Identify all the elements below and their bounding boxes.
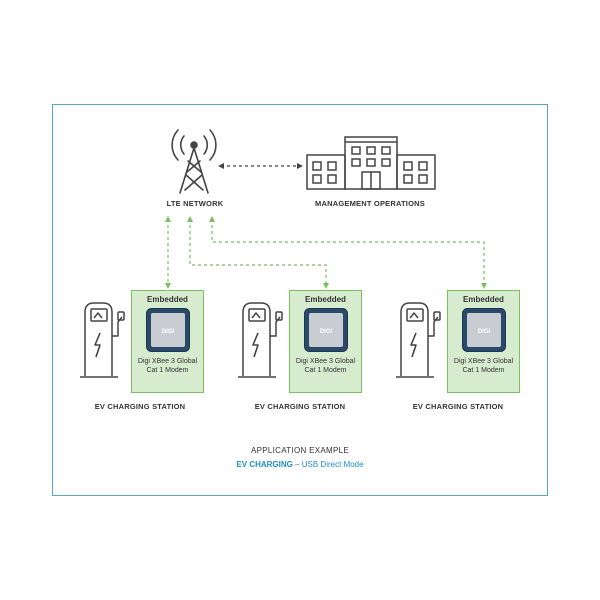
module-name-line2: Cat 1 Modem	[304, 367, 347, 374]
chip-brand-1: DIGI	[162, 329, 175, 335]
lte-network-label: LTE NETWORK	[166, 199, 224, 208]
embedded-module-2: Embedded DIGI Digi XBee 3 Global Cat 1 M…	[289, 290, 362, 393]
application-subtitle: EV CHARGING – USB Direct Mode	[0, 460, 600, 469]
module-name: Digi XBee 3 Global Cat 1 Modem	[290, 357, 361, 375]
module-name-line2: Cat 1 Modem	[146, 367, 189, 374]
modem-chip-icon: DIGI	[462, 308, 506, 352]
embedded-module-3: Embedded DIGI Digi XBee 3 Global Cat 1 M…	[447, 290, 520, 393]
network-links	[165, 216, 487, 289]
modem-chip-icon: DIGI	[304, 308, 348, 352]
module-name-line1: Digi XBee 3 Global	[295, 358, 356, 365]
module-name-line1: Digi XBee 3 Global	[453, 358, 514, 365]
ev-charger-icon	[238, 302, 283, 378]
module-name-line2: Cat 1 Modem	[462, 367, 505, 374]
modem-chip-icon: DIGI	[146, 308, 190, 352]
application-example-title: APPLICATION EXAMPLE	[250, 446, 350, 455]
embedded-module-1: Embedded DIGI Digi XBee 3 Global Cat 1 M…	[131, 290, 204, 393]
station-label-3: EV CHARGING STATION	[412, 402, 504, 411]
subtitle-separator: –	[292, 460, 302, 469]
station-label-1: EV CHARGING STATION	[94, 402, 186, 411]
chip-brand-2: DIGI	[320, 329, 333, 335]
ev-charger-icon	[396, 302, 441, 378]
embedded-tag: Embedded	[147, 295, 188, 304]
module-name: Digi XBee 3 Global Cat 1 Modem	[132, 357, 203, 375]
ev-charger-icon	[80, 302, 125, 378]
embedded-tag: Embedded	[305, 295, 346, 304]
building-icon	[306, 136, 436, 190]
chip-brand-3: DIGI	[478, 329, 491, 335]
diagram-frame	[52, 104, 548, 496]
module-name: Digi XBee 3 Global Cat 1 Modem	[448, 357, 519, 375]
usb-direct-mode: USB Direct Mode	[301, 460, 364, 469]
station-label-2: EV CHARGING STATION	[254, 402, 346, 411]
management-operations-label: MANAGEMENT OPERATIONS	[315, 199, 425, 208]
embedded-tag: Embedded	[463, 295, 504, 304]
cell-tower-icon	[171, 129, 217, 194]
ev-charging-highlight: EV CHARGING	[236, 460, 293, 469]
module-name-line1: Digi XBee 3 Global	[137, 358, 198, 365]
